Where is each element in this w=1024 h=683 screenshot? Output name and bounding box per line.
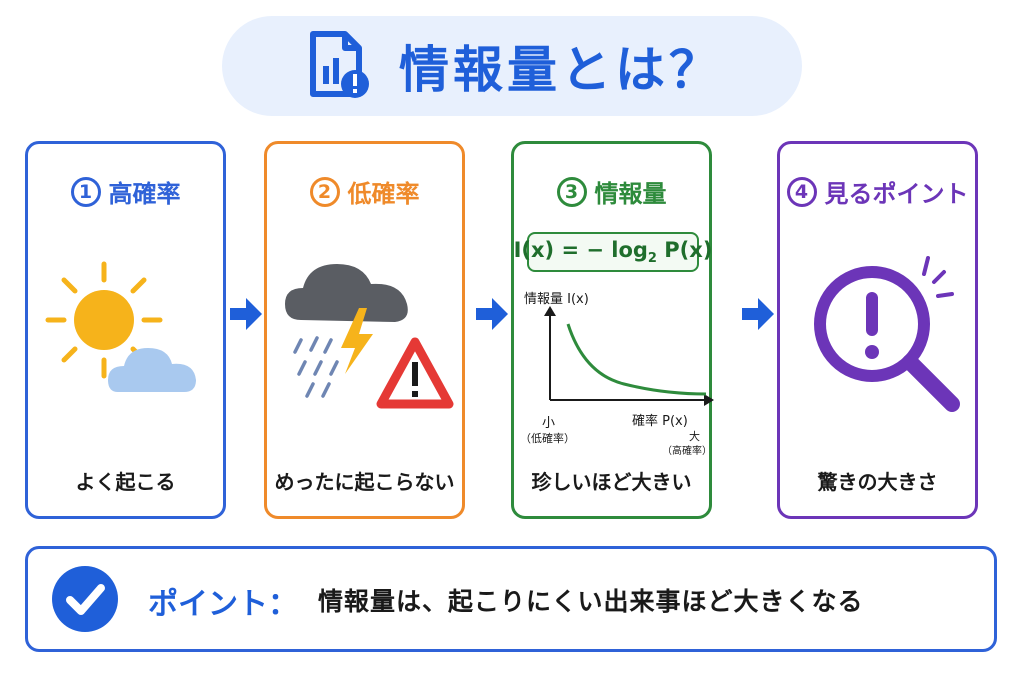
arrow-right-icon [476, 298, 508, 330]
document-chart-icon [310, 31, 369, 98]
arrow-right-icon [742, 298, 774, 330]
card-header: 3 情報量 [514, 174, 709, 209]
card-header: 4 見るポイント [780, 174, 975, 209]
card-title: 高確率 [108, 180, 181, 208]
card-header: 1 高確率 [28, 174, 223, 209]
card-caption: めったに起こらない [274, 470, 455, 494]
point-text: 情報量は、起こりにくい出来事ほど大きくなる [318, 587, 864, 616]
card-information-content: 3 情報量 I(x) = − log2 P(x) 情報量 I(x) 小 （低確率… [511, 141, 714, 519]
card-low-probability: 2 低確率 めったに起こらない [264, 141, 465, 519]
card-caption: 珍しいほど大きい [531, 470, 692, 494]
card-high-probability: 1 高確率 よく起こる [25, 141, 226, 519]
formula-box: I(x) = − log2 P(x) [514, 232, 712, 272]
title-banner: 情報量とは？ [222, 16, 802, 116]
card-title: 見るポイント [824, 180, 969, 208]
graph-left-label: 小 [542, 416, 556, 431]
point-summary: ポイント： 情報量は、起こりにくい出来事ほど大きくなる [25, 546, 997, 652]
check-icon [52, 566, 118, 632]
step-number: 3 [556, 176, 587, 207]
graph-left-sublabel: （低確率） [520, 432, 575, 445]
information-curve-graph [544, 306, 714, 406]
card-title: 低確率 [347, 180, 420, 208]
card-caption: 驚きの大きさ [817, 470, 938, 494]
graph-right-sublabel: （高確率） [662, 446, 712, 457]
page-title: 情報量とは？ [399, 41, 723, 99]
magnifier-exclamation-icon [814, 256, 960, 412]
storm-warning-icon [285, 264, 454, 409]
card-header: 2 低確率 [267, 174, 462, 209]
card-caption: よく起こる [75, 470, 176, 494]
graph-y-label: 情報量 I(x) [524, 292, 589, 307]
point-label: ポイント： [148, 587, 298, 622]
graph-x-label: 確率 P(x) [632, 414, 688, 429]
card-key-point: 4 見るポイント 驚きの大きさ [777, 141, 978, 519]
card-title: 情報量 [594, 180, 667, 208]
arrow-right-icon [230, 298, 262, 330]
step-number: 2 [309, 176, 340, 207]
sun-cloud-icon [45, 261, 196, 392]
step-number: 4 [786, 176, 817, 207]
formula: I(x) = − log2 P(x) [513, 237, 713, 267]
graph-right-label: 大 [689, 430, 700, 443]
step-number: 1 [70, 176, 101, 207]
